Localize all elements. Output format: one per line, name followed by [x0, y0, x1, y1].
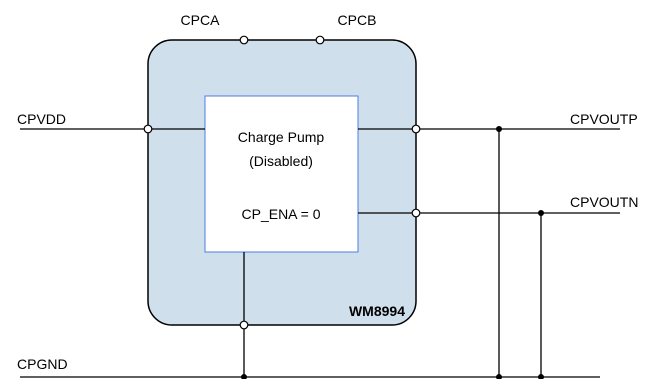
label-cpvdd: CPVDD [17, 111, 66, 127]
pin-cpgnd [239, 320, 249, 330]
label-cpcb: CPCB [338, 12, 377, 28]
pin-cpca [239, 35, 249, 45]
junction-node-cpvoutn [538, 210, 544, 216]
junction-node-gnd-p [496, 374, 502, 379]
block-status: (Disabled) [249, 153, 313, 169]
label-cpvoutp: CPVOUTP [570, 111, 638, 127]
label-cpca: CPCA [181, 12, 221, 28]
block-title: Charge Pump [238, 129, 325, 145]
label-cpvoutn: CPVOUTN [570, 194, 638, 210]
junction-node-gnd-chip [241, 374, 247, 379]
pin-cpvdd [143, 124, 153, 134]
pin-cpvoutp [411, 124, 421, 134]
pin-cpcb [315, 35, 325, 45]
label-cpgnd: CPGND [17, 356, 68, 372]
pin-cpvoutn [411, 208, 421, 218]
block-control-setting: CP_ENA = 0 [242, 206, 321, 222]
charge-pump-block [204, 95, 359, 253]
chip-name: WM8994 [349, 303, 405, 319]
junction-node-cpvoutp [496, 126, 502, 132]
junction-node-gnd-n [538, 374, 544, 379]
